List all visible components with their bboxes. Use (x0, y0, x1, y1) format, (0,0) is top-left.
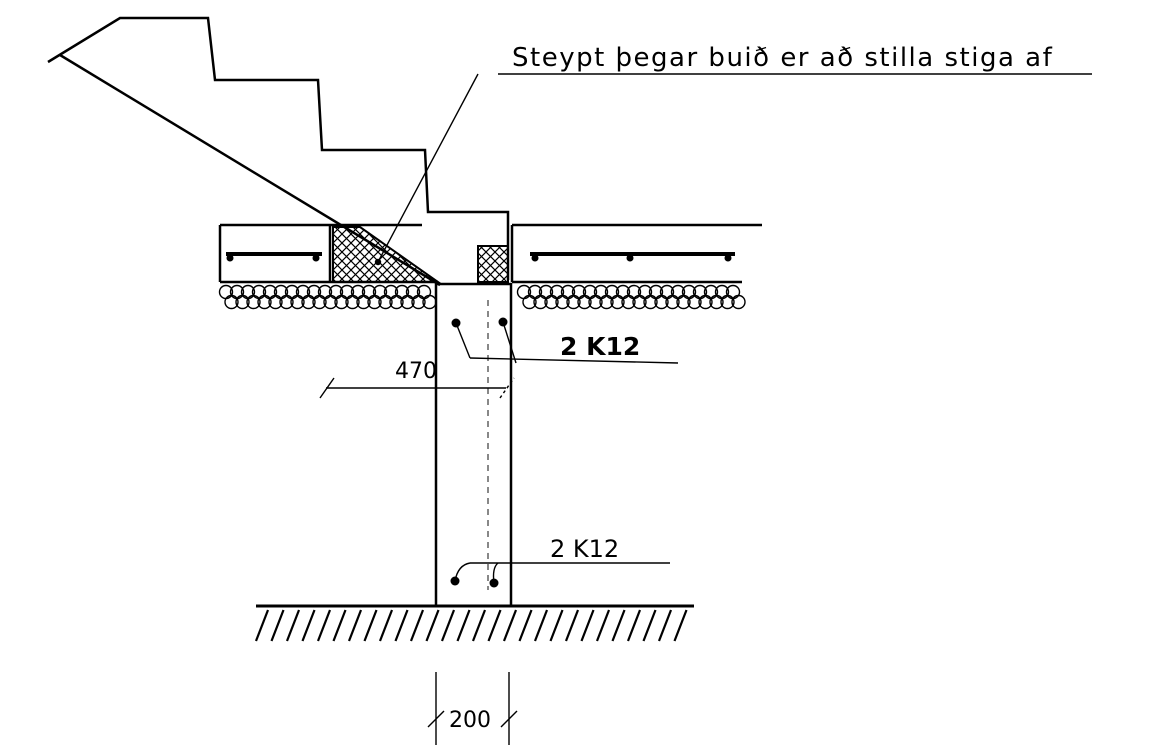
note-text: Steypt þegar buið er að stilla stiga af (512, 43, 1053, 73)
floor-slab (218, 223, 762, 284)
slab-rebar-left (226, 252, 322, 262)
foundation-wall (434, 282, 513, 608)
gravel-fill (218, 284, 746, 310)
dimension-200-label: 200 (449, 708, 491, 733)
dimension-470 (319, 377, 515, 399)
ground-hatch (254, 604, 694, 642)
wall-rebar-top (451, 317, 679, 364)
note-leader (374, 73, 1092, 266)
hatched-infill-right (477, 245, 509, 283)
dimension-200 (427, 672, 518, 745)
wall-rebar-bottom (450, 562, 670, 588)
rebar-label-top: 2 K12 (560, 332, 640, 361)
dimension-470-label: 470 (395, 359, 437, 384)
rebar-label-bottom: 2 K12 (550, 535, 619, 563)
staircase (47, 16, 510, 287)
slab-rebar-right (530, 252, 735, 262)
hatched-infill-left (332, 226, 442, 283)
